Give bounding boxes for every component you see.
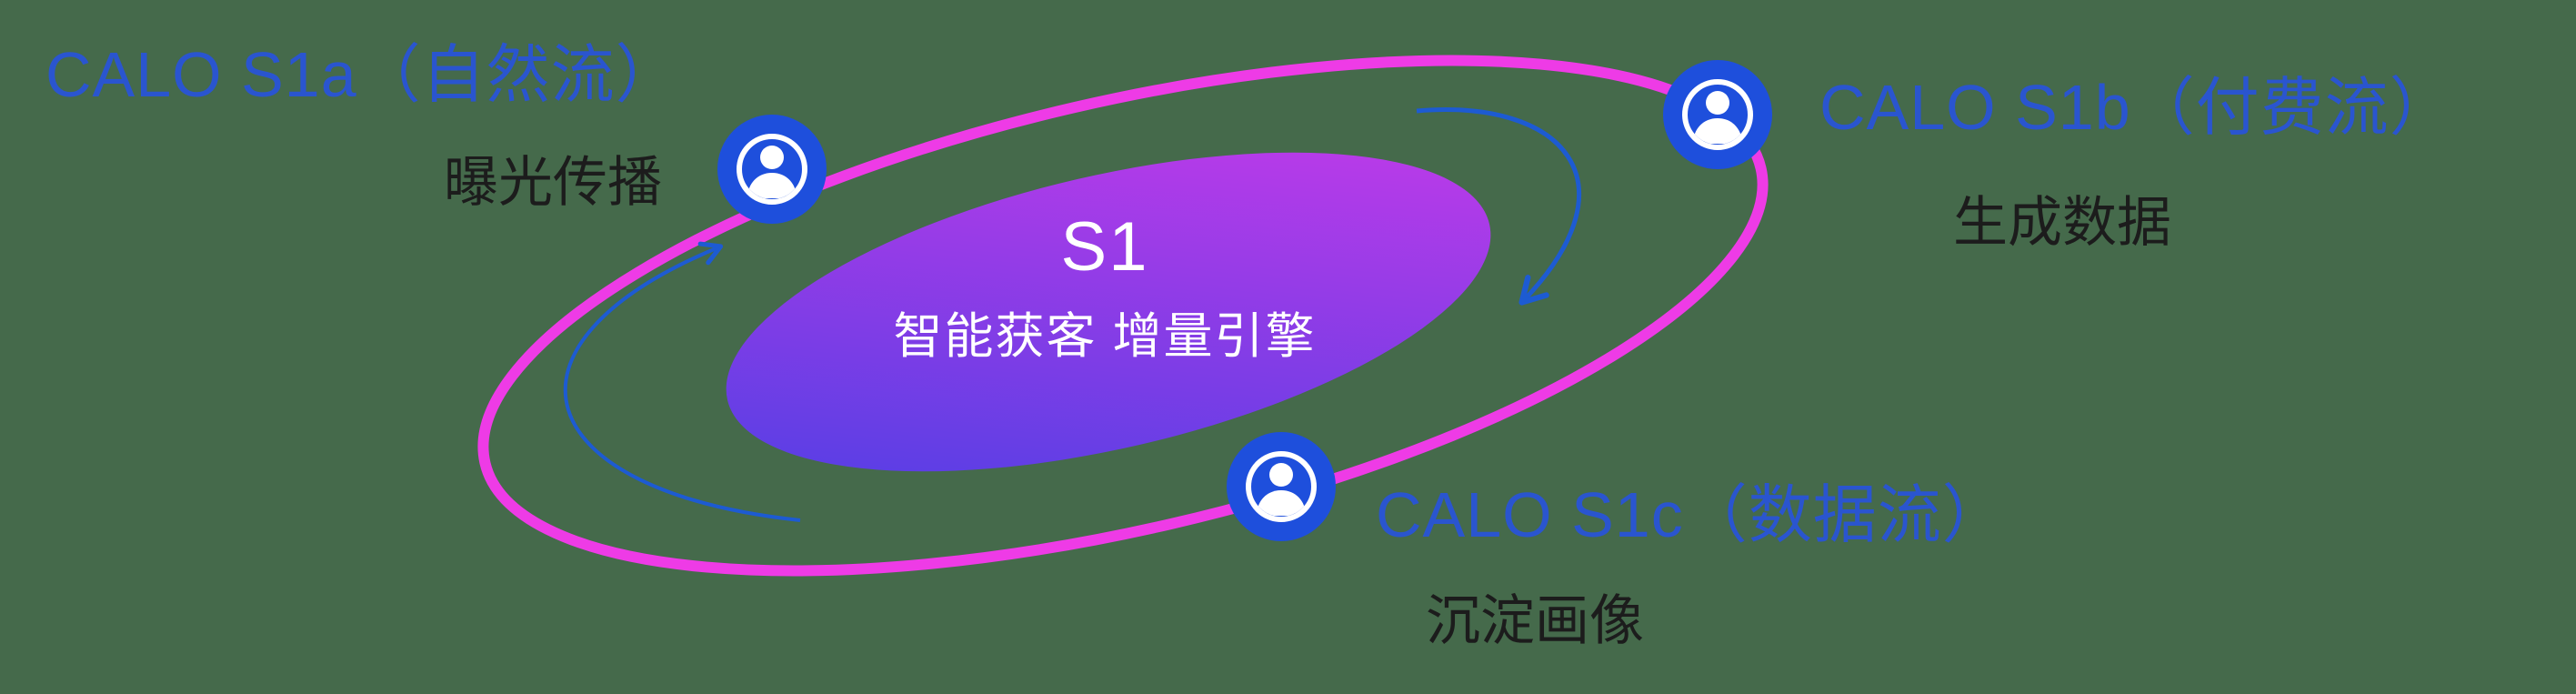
user-icon-s1a [717,115,827,224]
core-ellipse [726,152,1491,472]
core-title: S1 [1060,208,1149,286]
core-text-block: S1 智能获客 增量引擎 [893,207,1316,367]
user-icon-s1c [1227,432,1336,541]
s1b-title: CALO S1b（付费流） [1819,72,2454,143]
s1a-title: CALO S1a（自然流） [45,39,680,110]
arrow-right-curve [1416,107,1581,306]
s1b-subtitle: 生成数据 [1953,192,2171,253]
core-subtitle: 智能获客 增量引擎 [893,309,1317,364]
s1c-subtitle: 沉淀画像 [1426,590,1644,651]
arrow-left-curve [563,241,801,522]
user-icon-s1b [1663,60,1772,169]
s1c-title: CALO S1c（数据流） [1376,479,2007,550]
s1a-subtitle: 曝光传播 [444,152,662,213]
orbit-ring [477,55,1769,577]
